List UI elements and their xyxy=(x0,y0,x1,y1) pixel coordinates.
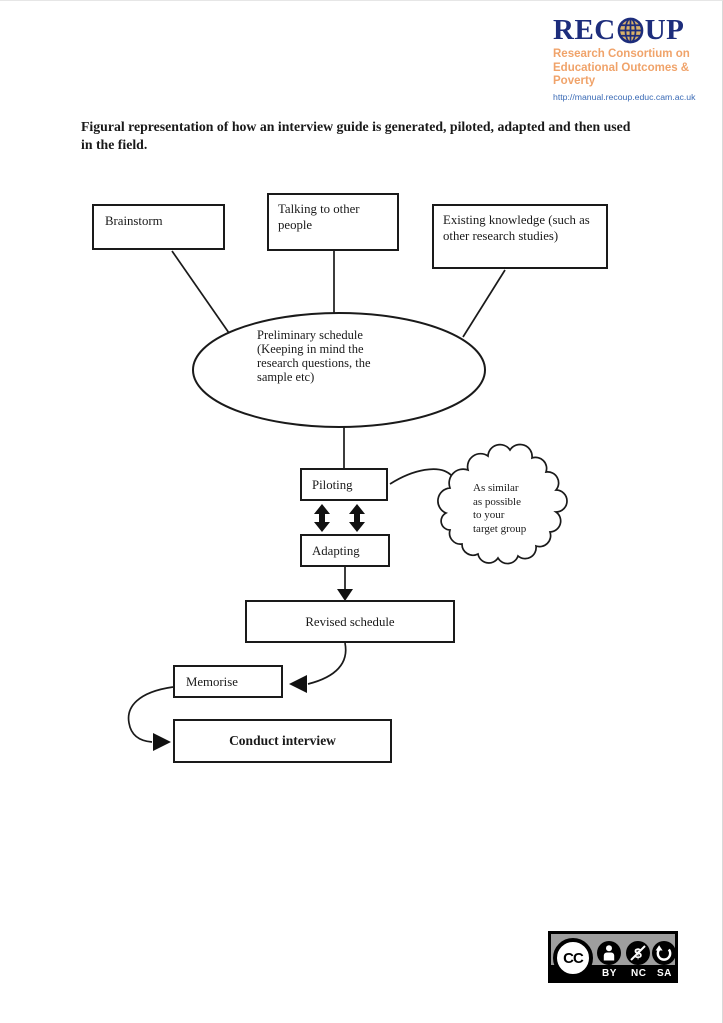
brand-prefix: REC xyxy=(553,14,616,46)
cloud-line: As similar xyxy=(473,482,519,494)
preliminary-schedule-ellipse xyxy=(192,312,486,428)
box-brainstorm: Brainstorm xyxy=(92,204,225,250)
by-person-icon xyxy=(597,941,621,965)
arrowhead-adapting-revised xyxy=(337,589,353,601)
box-adapting-label: Adapting xyxy=(312,544,360,558)
logo-subtitle-line: Educational Outcomes & xyxy=(553,61,690,74)
box-brainstorm-label: Brainstorm xyxy=(105,214,163,228)
cloud-shape xyxy=(437,443,568,565)
logo-subtitle-line: Poverty xyxy=(553,75,596,87)
connector-piloting-cloud xyxy=(389,468,453,485)
cloud-annotation-text: As similar as possible to your target gr… xyxy=(473,482,573,536)
arrowhead-memorise-conduct xyxy=(153,733,171,751)
recoup-logo: REC UP Research Consortium on Educationa… xyxy=(553,15,713,102)
cc-by-label: BY xyxy=(602,968,617,979)
connector-revised-memorise xyxy=(307,642,347,685)
box-existing-knowledge: Existing knowledge (such as other resear… xyxy=(432,204,608,269)
ellipse-line: (Keeping in mind the xyxy=(257,342,364,356)
preliminary-schedule-text: Preliminary schedule (Keeping in mind th… xyxy=(257,328,422,384)
box-revised-label: Revised schedule xyxy=(305,614,395,629)
connector-brainstorm-ellipse xyxy=(171,250,230,334)
cloud-line: to your xyxy=(473,509,505,521)
sa-arrow-icon xyxy=(652,941,676,965)
ellipse-line: research questions, the xyxy=(257,356,371,370)
double-arrow-left xyxy=(314,504,330,532)
arrowhead-revised-memorise xyxy=(289,675,307,693)
box-piloting: Piloting xyxy=(300,468,388,501)
box-piloting-label: Piloting xyxy=(312,478,353,492)
cc-nc-label: NC xyxy=(631,968,647,979)
brand-suffix: UP xyxy=(644,14,685,46)
connector-memorise-conduct xyxy=(127,686,174,743)
logo-url: http://manual.recoup.educ.cam.ac.uk xyxy=(553,91,696,102)
connector-existing-ellipse xyxy=(462,269,506,338)
box-talking-label: Talking to other people xyxy=(278,202,360,232)
nc-dollar-icon: $ xyxy=(626,941,650,965)
figure-caption: Figural representation of how an intervi… xyxy=(81,119,631,152)
ellipse-line: sample etc) xyxy=(257,370,315,384)
cc-license-badge: CC $ BY NC SA xyxy=(548,931,678,983)
logo-subtitle: Research Consortium on Educational Outco… xyxy=(553,48,713,89)
box-memorise: Memorise xyxy=(173,665,283,698)
arrowheads xyxy=(153,504,365,751)
globe-icon xyxy=(617,17,644,44)
box-revised-schedule: Revised schedule xyxy=(245,600,455,643)
cc-sa-label: SA xyxy=(657,968,672,979)
ellipse-line: Preliminary schedule xyxy=(257,328,363,342)
double-arrow-right xyxy=(349,504,365,532)
cc-logo-text: CC xyxy=(563,949,584,967)
box-existing-label: Existing knowledge (such as other resear… xyxy=(443,213,590,243)
box-memorise-label: Memorise xyxy=(186,675,238,689)
cloud-line: target group xyxy=(473,522,527,535)
cc-icon: CC xyxy=(553,938,593,978)
box-conduct-interview: Conduct interview xyxy=(173,719,392,763)
box-adapting: Adapting xyxy=(300,534,390,567)
logo-subtitle-line: Research Consortium on xyxy=(553,48,690,60)
cloud-line: as possible xyxy=(473,495,521,508)
box-conduct-label: Conduct interview xyxy=(229,733,336,748)
box-talking-to-other-people: Talking to other people xyxy=(267,193,399,251)
recoup-wordmark: REC UP xyxy=(553,15,713,45)
